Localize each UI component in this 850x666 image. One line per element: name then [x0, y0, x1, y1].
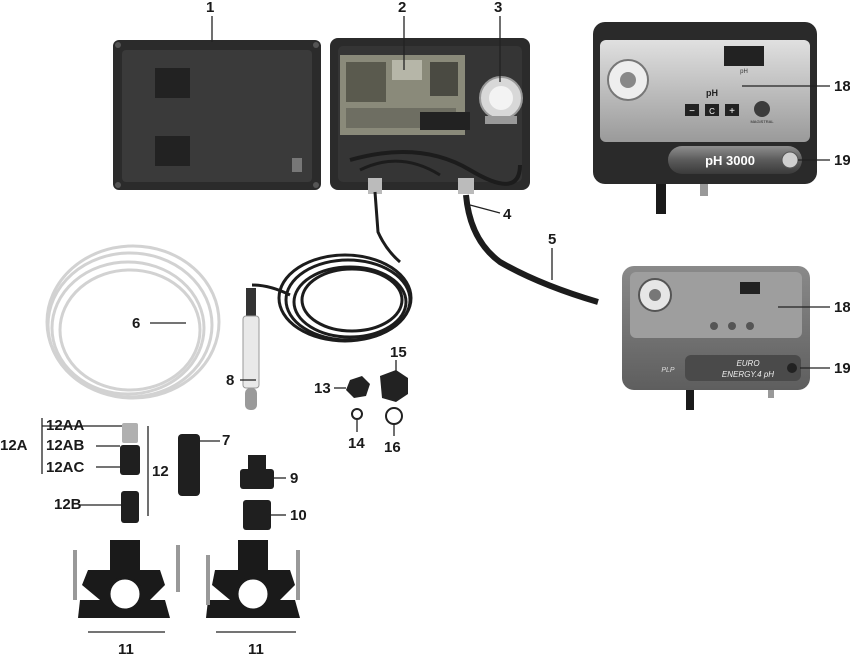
label-4: 4	[503, 206, 512, 223]
minus-key-label: −	[689, 106, 695, 117]
label-11-right: 11	[248, 641, 264, 658]
label-18-bottom: 18	[834, 299, 850, 316]
label-5: 5	[548, 231, 557, 248]
label-12B: 12B	[54, 496, 82, 513]
ph-label: pH	[706, 88, 718, 98]
probe-cable	[251, 191, 413, 343]
euro-power-switch[interactable]	[787, 363, 797, 373]
label-1: 1	[206, 0, 215, 16]
injection-fittings	[120, 423, 274, 530]
label-9: 9	[290, 470, 299, 487]
label-3: 3	[494, 0, 503, 16]
label-16: 16	[384, 439, 401, 456]
label-7: 7	[222, 432, 231, 449]
label-12A: 12A	[0, 437, 28, 454]
label-12AC: 12AC	[46, 459, 85, 476]
label-19-top: 19	[834, 152, 850, 169]
tube-coil	[45, 244, 221, 400]
power-switch[interactable]	[781, 151, 799, 169]
minus-key[interactable]	[685, 104, 699, 116]
power-cable	[463, 194, 599, 305]
small-o-ring	[351, 408, 363, 420]
large-cap	[380, 370, 408, 402]
small-cap	[346, 376, 370, 398]
label-15: 15	[390, 344, 407, 361]
label-19-bottom: 19	[834, 360, 850, 377]
label-14: 14	[348, 435, 365, 452]
brand-label: MAGISTRAL	[750, 119, 774, 124]
pipe-clamp-right	[206, 540, 300, 618]
label-10: 10	[290, 507, 307, 524]
label-12AA: 12AA	[46, 417, 85, 434]
leader-lines	[41, 16, 830, 633]
label-12AB: 12AB	[46, 437, 85, 454]
plus-key-label: +	[729, 106, 735, 117]
enclosure-base	[330, 38, 530, 194]
euro-brand-label: PLP	[661, 367, 675, 374]
controller-euro-energy: PLP EURO ENERGY.4 pH	[622, 266, 810, 410]
label-2: 2	[398, 0, 407, 16]
controller-ph3000: pH pH − C + MAGISTRAL pH 3000	[593, 22, 817, 214]
ph-probe	[242, 288, 260, 410]
euro-model-line1: EURO	[736, 359, 759, 368]
display-unit-label: pH	[740, 69, 748, 75]
label-18-top: 18	[834, 78, 850, 95]
label-12: 12	[152, 463, 169, 480]
plus-key[interactable]	[725, 104, 739, 116]
label-8: 8	[226, 372, 235, 389]
brand-badge	[754, 101, 770, 117]
large-o-ring	[385, 407, 403, 425]
label-6: 6	[132, 315, 141, 332]
enclosure-lid	[113, 40, 321, 190]
pipe-clamp-left	[73, 540, 180, 618]
c-key[interactable]	[705, 104, 719, 116]
label-11-left: 11	[118, 641, 134, 658]
label-13: 13	[314, 380, 331, 397]
model-label: pH 3000	[705, 153, 755, 168]
c-key-label: C	[709, 107, 715, 116]
euro-model-line2: ENERGY.4 pH	[722, 370, 774, 379]
